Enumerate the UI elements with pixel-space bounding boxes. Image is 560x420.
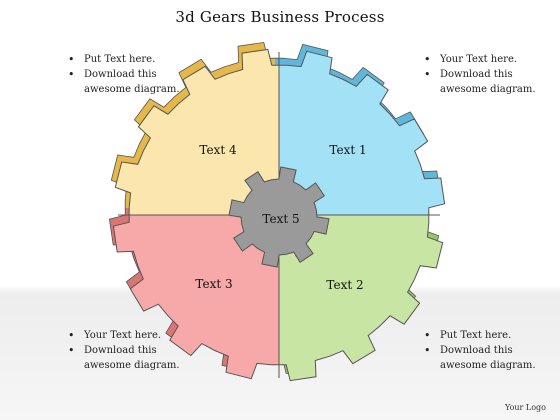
segment-face <box>114 48 279 215</box>
segment-label-text-2: Text 2 <box>326 278 363 292</box>
diagram-title: 3d Gears Business Process <box>175 8 385 26</box>
note-item: Your Text here. <box>68 328 198 343</box>
segment-face <box>112 215 279 380</box>
note-item: Download this awesome diagram. <box>68 67 198 97</box>
note-top-left: Put Text here. Download this awesome dia… <box>68 52 198 97</box>
note-item: Download this awesome diagram. <box>424 67 554 97</box>
note-item: Download this awesome diagram. <box>424 343 554 373</box>
note-item: Your Text here. <box>424 52 554 67</box>
segment-label-text-1: Text 1 <box>329 143 366 157</box>
note-top-right: Your Text here. Download this awesome di… <box>424 52 554 97</box>
segment-label-text-4: Text 4 <box>199 143 237 157</box>
note-item: Download this awesome diagram. <box>68 343 198 373</box>
segment-face <box>279 50 446 215</box>
logo-text: Your Logo <box>505 403 546 412</box>
center-label-text-5: Text 5 <box>262 212 299 226</box>
note-bottom-left: Your Text here. Download this awesome di… <box>68 328 198 373</box>
note-item: Put Text here. <box>68 52 198 67</box>
note-bottom-right: Put Text here. Download this awesome dia… <box>424 328 554 373</box>
segment-face <box>279 215 444 382</box>
note-item: Put Text here. <box>424 328 554 343</box>
segment-label-text-3: Text 3 <box>195 277 232 291</box>
center-gear <box>228 166 330 268</box>
